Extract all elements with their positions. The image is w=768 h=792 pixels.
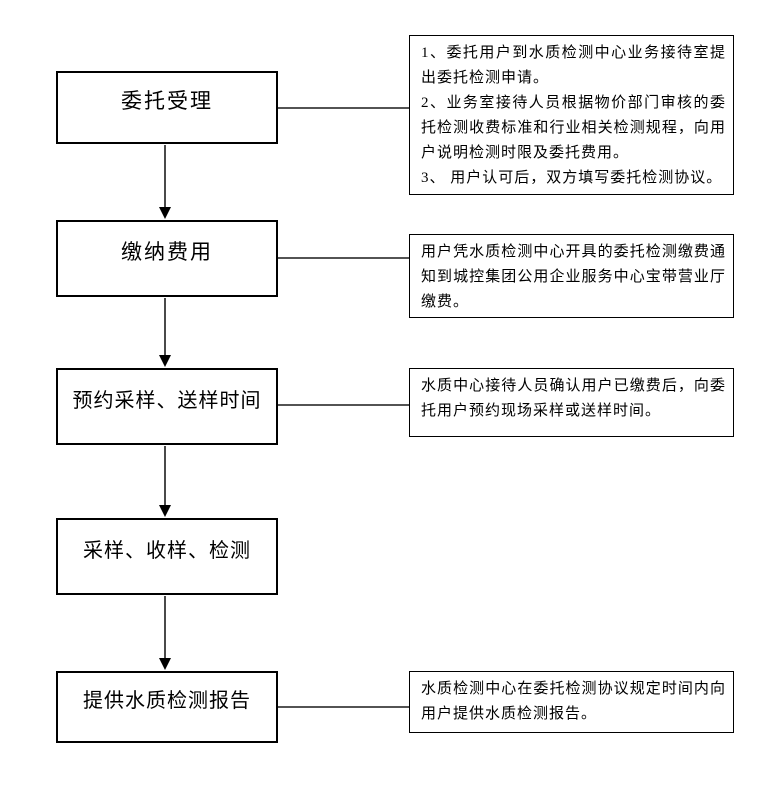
note-box-schedule-sampling-time: 水质中心接待人员确认用户已缴费后，向委托用户预约现场采样或送样时间。 — [409, 368, 734, 437]
step-label: 缴纳费用 — [121, 239, 213, 264]
note-paragraph: 3、 用户认可后，双方填写委托检测协议。 — [421, 170, 723, 186]
note-paragraph: 1、委托用户到水质检测中心业务接待室提出委托检测申请。 — [421, 45, 726, 86]
arrow-step2-step3 — [159, 298, 171, 367]
note-box-commission-acceptance: 1、委托用户到水质检测中心业务接待室提出委托检测申请。 2、业务室接待人员根据物… — [409, 35, 734, 195]
arrow-step3-step4 — [159, 446, 171, 517]
step-box-schedule-sampling-time: 预约采样、送样时间 — [56, 368, 278, 445]
arrow-step4-step5 — [159, 596, 171, 670]
arrow-step1-step2 — [159, 145, 171, 219]
note-paragraph: 水质检测中心在委托检测协议规定时间内向用户提供水质检测报告。 — [421, 681, 726, 722]
step-box-sampling-testing: 采样、收样、检测 — [56, 518, 278, 595]
step-box-commission-acceptance: 委托受理 — [56, 71, 278, 144]
step-label: 预约采样、送样时间 — [72, 389, 262, 412]
step-label: 委托受理 — [121, 88, 213, 113]
note-paragraph: 水质中心接待人员确认用户已缴费后，向委托用户预约现场采样或送样时间。 — [421, 378, 726, 419]
note-paragraph: 用户凭水质检测中心开具的委托检测缴费通知到城控集团公用企业服务中心宝带营业厅缴费… — [421, 244, 726, 310]
note-paragraph: 2、业务室接待人员根据物价部门审核的委托检测收费标准和行业相关检测规程，向用户说… — [421, 95, 726, 161]
step-label: 采样、收样、检测 — [83, 539, 251, 562]
step-box-pay-fees: 缴纳费用 — [56, 220, 278, 297]
note-box-provide-report: 水质检测中心在委托检测协议规定时间内向用户提供水质检测报告。 — [409, 671, 734, 733]
step-label: 提供水质检测报告 — [83, 690, 251, 712]
note-box-pay-fees: 用户凭水质检测中心开具的委托检测缴费通知到城控集团公用企业服务中心宝带营业厅缴费… — [409, 234, 734, 318]
step-box-provide-report: 提供水质检测报告 — [56, 671, 278, 743]
